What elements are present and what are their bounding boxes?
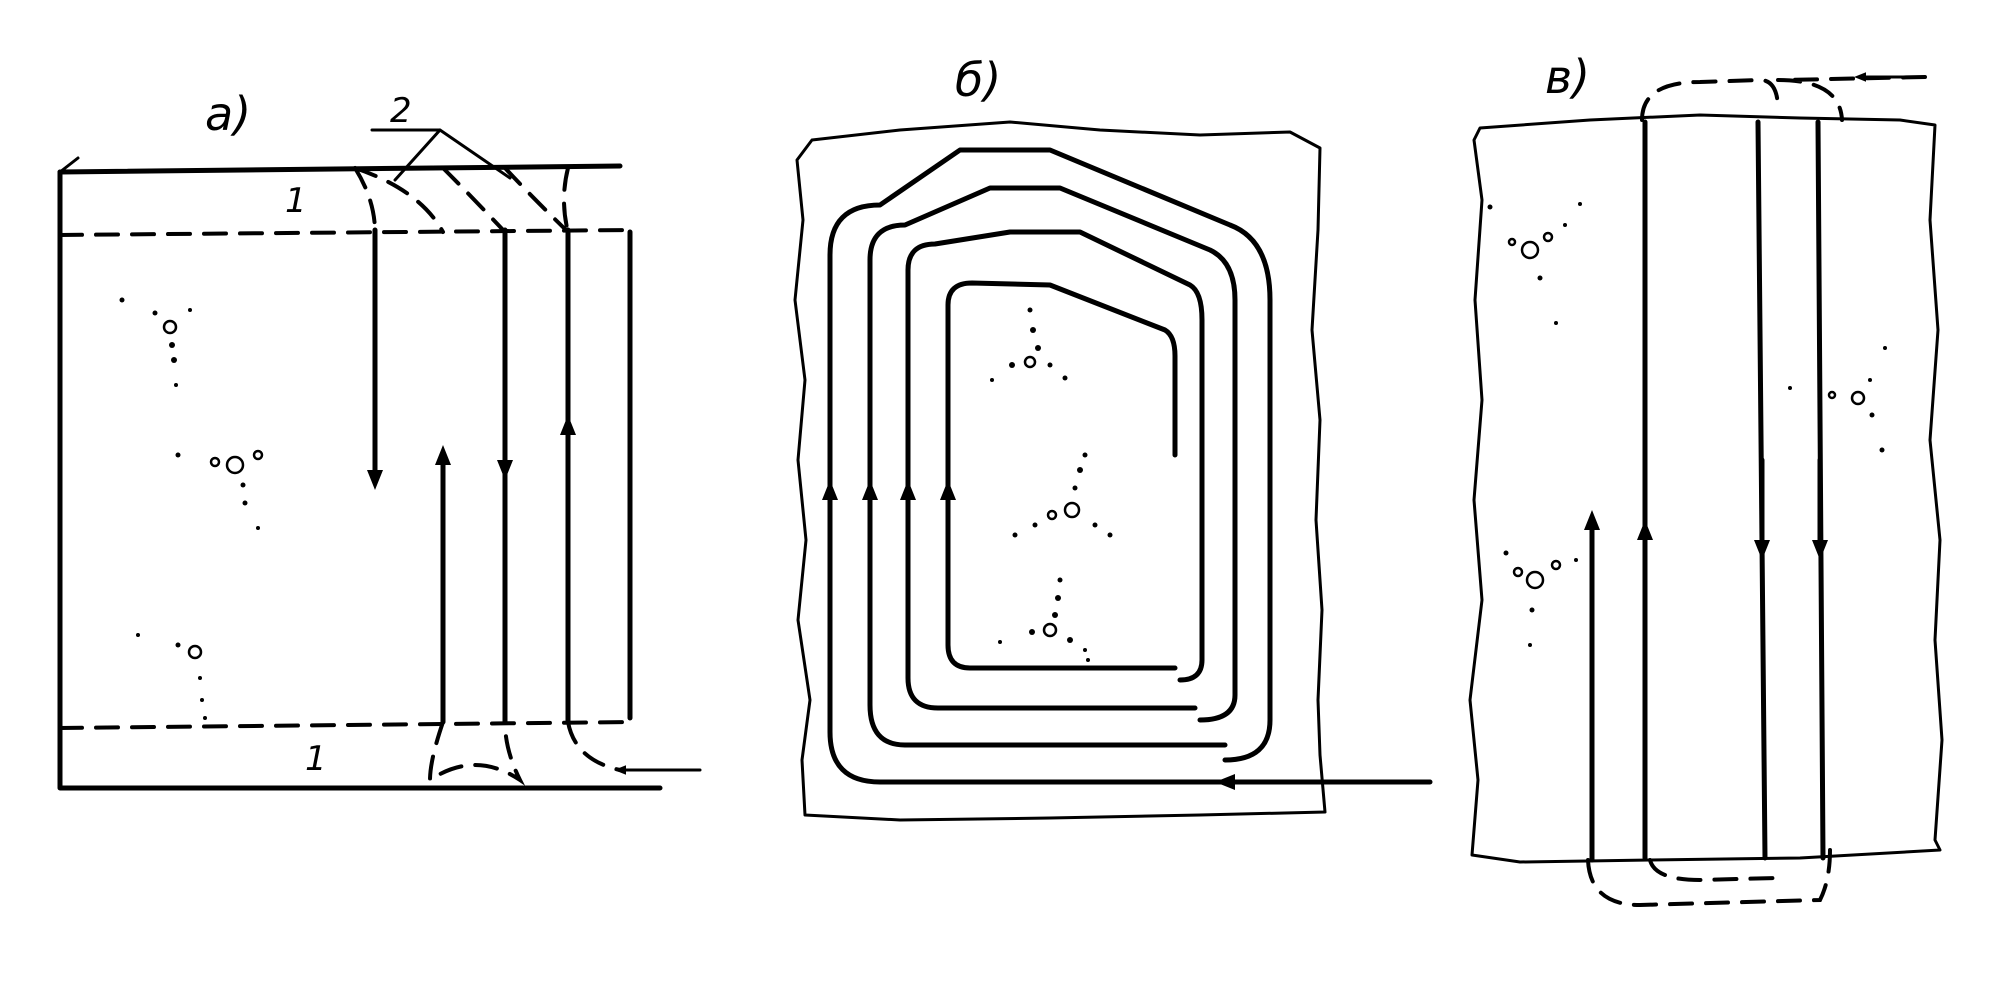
transitions-bottom-v — [1586, 848, 1832, 908]
workpiece-outline-a — [57, 169, 663, 791]
plate-outline-v — [1468, 113, 1944, 864]
panel-a: а) 1 1 2 — [57, 87, 702, 791]
spiral-pass-3 — [905, 229, 1205, 711]
spiral-pass-4 — [945, 280, 1178, 671]
corner-tick-a — [58, 156, 80, 174]
transitions-top-a — [353, 166, 570, 234]
panel-b-label: б) — [955, 53, 1001, 107]
pore-clusters-a — [119, 297, 264, 720]
spiral-pass-1 — [827, 147, 1273, 785]
pore-clusters-v — [1487, 202, 1887, 647]
plate-outline-b — [793, 120, 1327, 822]
panel-v-label: в) — [1545, 50, 1590, 104]
panel-a-label: а) — [205, 87, 251, 141]
spiral-pass-2 — [867, 185, 1238, 748]
callout-leader — [370, 128, 512, 182]
callout-number: 2 — [390, 91, 412, 131]
workpiece-top-edge-a — [57, 163, 623, 175]
zone-number-top: 1 — [285, 181, 307, 221]
transitions-bottom-a — [427, 720, 622, 786]
zone-boundary-bottom-a — [58, 720, 632, 730]
panel-b: б) — [793, 53, 1433, 822]
panel-v: в) — [1468, 50, 1944, 908]
transitions-top-v — [1640, 75, 1927, 122]
pore-clusters-b — [990, 307, 1113, 662]
zone-boundary-top-a — [58, 228, 632, 237]
zone-number-bottom: 1 — [305, 739, 327, 779]
